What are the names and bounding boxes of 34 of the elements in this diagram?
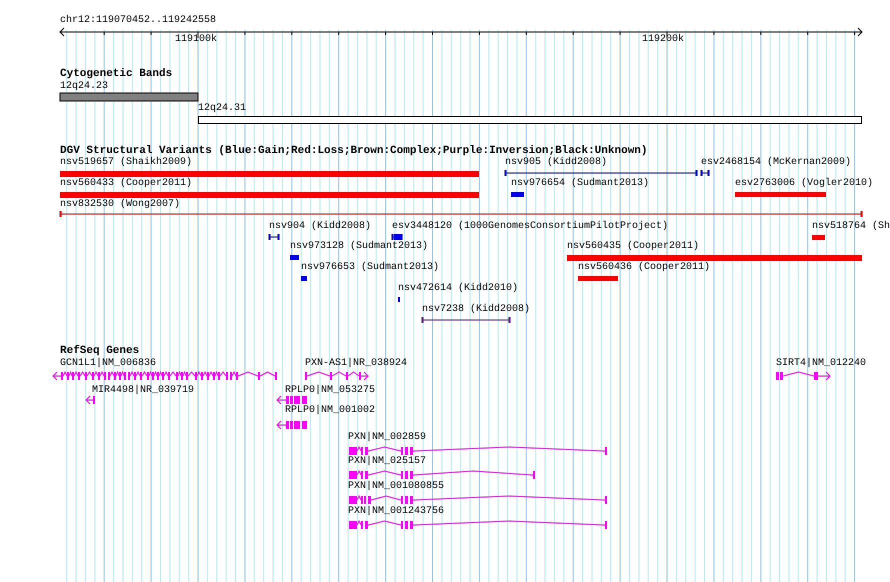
gene-label: PXN|NM_002859 (348, 432, 426, 444)
tick-label: 119100k (175, 34, 218, 46)
variant-label: nsv518764 (Sh (812, 221, 890, 233)
track-title: RefSeq Genes (60, 345, 140, 357)
variant-label: nsv519657 (Shaikh2009) (60, 157, 192, 169)
variant-label: nsv973128 (Sudmant2013) (290, 241, 428, 253)
variant-label: nsv976654 (Sudmant2013) (511, 178, 650, 190)
gene-label: SIRT4|NM_012240 (776, 358, 866, 370)
variant-label: nsv832530 (Wong2007) (60, 199, 180, 211)
coordinate-label: chr12:119070452..119242558 (60, 15, 216, 27)
band-label: 12q24.31 (198, 103, 246, 115)
gene-label: PXN-AS1|NR_038924 (305, 358, 408, 370)
variant-label: nsv560433 (Cooper2011) (60, 178, 192, 190)
gene-label: PXN|NM_001243756 (348, 506, 444, 518)
tick-label: 119200k (642, 34, 684, 46)
gene-label: MIR4498|NR_039719 (92, 385, 194, 397)
gene-label: RPLP0|NM_001002 (285, 405, 376, 417)
variant-label: esv3448120 (1000GenomesConsortiumPilotProject) (392, 221, 668, 233)
variant-label: nsv472614 (Kidd2010) (398, 283, 518, 295)
gene-label: RPLP0|NM_053275 (285, 385, 376, 397)
variant-label: nsv976653 (Sudmant2013) (301, 262, 440, 274)
track-title: DGV Structural Variants (Blue:Gain;Red:Loss;Brown:Complex;Purple:Inversion;Black:Unknown) (60, 145, 648, 157)
variant-label: nsv7238 (Kidd2008) (422, 304, 530, 316)
variant-label: nsv560435 (Cooper2011) (567, 241, 700, 253)
variant-label: nsv560436 (Cooper2011) (578, 262, 710, 274)
gene-label: GCN1L1|NM_006836 (60, 358, 156, 370)
band-label: 12q24.23 (60, 81, 108, 93)
gene-label: PXN|NM_001080855 (348, 481, 444, 493)
variant-label: nsv905 (Kidd2008) (505, 157, 608, 169)
variant-label: esv2763006 (Vogler2010) (735, 178, 874, 190)
gene-label: PXN|NM_025157 (348, 456, 426, 468)
variant-label: nsv904 (Kidd2008) (269, 221, 372, 233)
track-title: Cytogenetic Bands (60, 68, 172, 80)
variant-label: esv2468154 (McKernan2009) (701, 157, 852, 169)
